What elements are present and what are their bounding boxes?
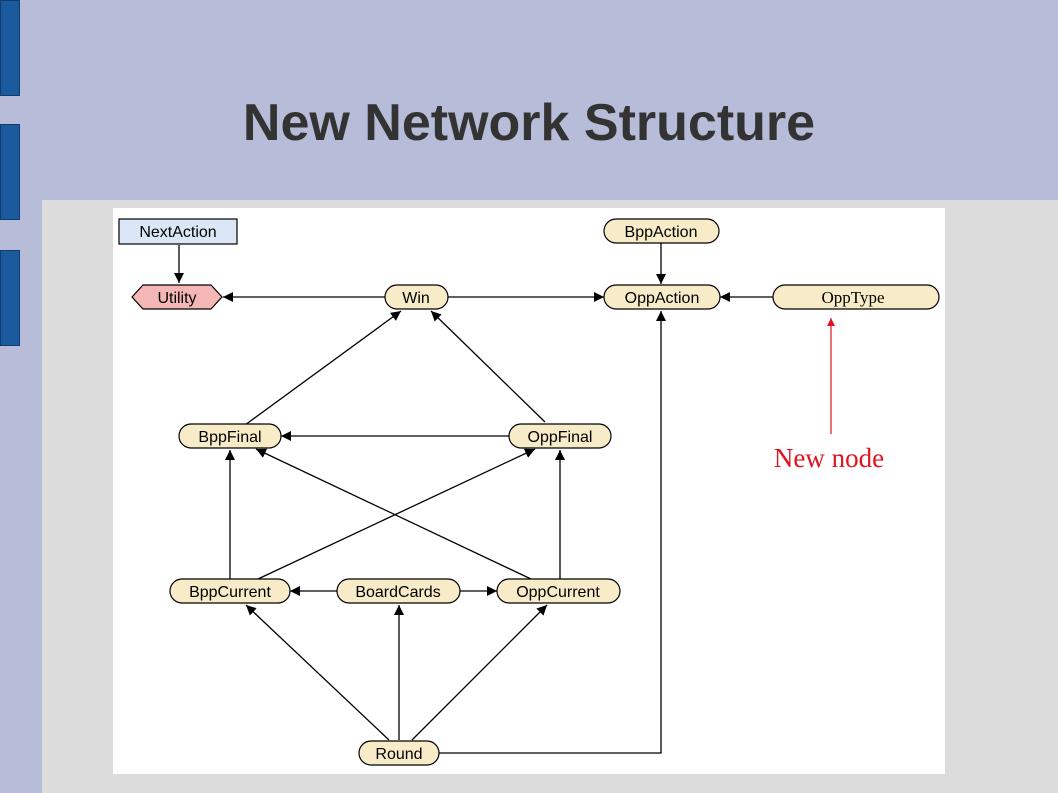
- svg-text:OppAction: OppAction: [625, 290, 700, 307]
- svg-text:OppType: OppType: [821, 288, 884, 307]
- annotation-label: New node: [774, 443, 884, 473]
- edge-round-oppaction: [439, 311, 666, 754]
- svg-text:Round: Round: [375, 746, 422, 763]
- diagram-canvas: NextAction Utility Win BppAction OppActi…: [113, 208, 945, 774]
- svg-text:Utility: Utility: [157, 290, 196, 307]
- node-oppfinal: OppFinal: [508, 423, 612, 449]
- edge-bppfinal-win: [244, 310, 402, 426]
- node-win: Win: [384, 284, 449, 310]
- svg-text:OppCurrent: OppCurrent: [516, 584, 600, 601]
- node-opptype: OppType: [772, 284, 940, 310]
- svg-text:Win: Win: [402, 290, 430, 307]
- node-bppcurrent: BppCurrent: [169, 578, 291, 604]
- svg-text:BppCurrent: BppCurrent: [189, 584, 271, 601]
- svg-text:BppAction: BppAction: [625, 224, 698, 241]
- slide-decor-tab: [0, 250, 20, 346]
- svg-text:OppFinal: OppFinal: [528, 429, 593, 446]
- slide-header: [0, 0, 1058, 200]
- node-round: Round: [358, 740, 440, 766]
- edge-round-oppcurrent: [411, 604, 548, 741]
- edge-bppcurrent-oppfinal: [257, 448, 536, 580]
- node-utility: Utility: [131, 284, 223, 310]
- slide-decor-tab: [0, 124, 20, 220]
- svg-text:NextAction: NextAction: [139, 224, 216, 241]
- slide-decor-tab: [0, 0, 20, 96]
- node-oppcurrent: OppCurrent: [496, 578, 621, 604]
- edge-oppcurrent-bppfinal: [255, 448, 532, 580]
- node-nextaction: NextAction: [118, 218, 238, 245]
- slide-title: New Network Structure: [242, 94, 816, 152]
- node-oppaction: OppAction: [603, 284, 721, 310]
- node-bppaction: BppAction: [603, 218, 720, 244]
- node-boardcards: BoardCards: [336, 578, 461, 604]
- edge-oppfinal-win: [430, 310, 546, 423]
- svg-text:BppFinal: BppFinal: [198, 429, 261, 446]
- node-bppfinal: BppFinal: [178, 423, 282, 449]
- edge-round-bppcurrent: [245, 604, 390, 741]
- network-diagram: NextAction Utility Win BppAction OppActi…: [118, 218, 940, 766]
- svg-text:BoardCards: BoardCards: [355, 584, 440, 601]
